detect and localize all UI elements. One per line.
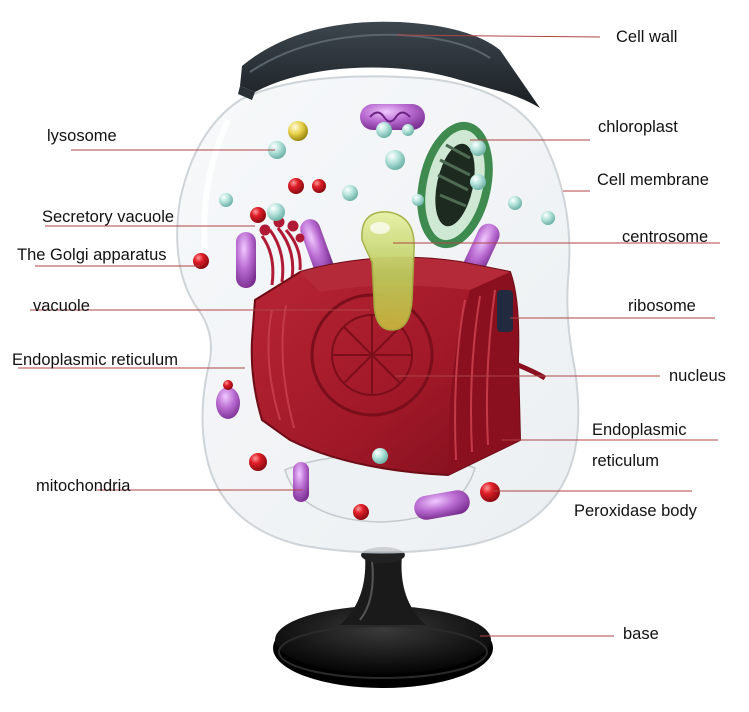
label-endoplasmic-reticulum-right-2: reticulum — [592, 452, 659, 470]
label-golgi-apparatus: The Golgi apparatus — [17, 246, 167, 264]
label-peroxidase-body: Peroxidase body — [574, 502, 697, 520]
label-ribosome: ribosome — [628, 297, 696, 315]
label-base: base — [623, 625, 659, 643]
lysosome-vesicles — [219, 122, 555, 464]
label-lysosome: lysosome — [47, 127, 117, 145]
label-cell-wall: Cell wall — [616, 28, 678, 46]
yellow-vesicle — [288, 121, 308, 141]
base-stand — [273, 547, 493, 688]
centrosome-organelle — [361, 211, 415, 331]
label-vacuole: vacuole — [33, 297, 90, 315]
label-nucleus: nucleus — [669, 367, 726, 385]
label-centrosome: centrosome — [622, 228, 709, 246]
cell-wall-cap — [238, 21, 540, 108]
leader-lines — [18, 34, 720, 637]
peroxidase-beads — [193, 178, 500, 520]
golgi-apparatus — [259, 216, 305, 286]
mitochondria-group — [216, 104, 500, 520]
chloroplast-organelle — [417, 121, 493, 249]
nucleus-block — [250, 256, 547, 477]
label-endoplasmic-reticulum-left: Endoplasmic reticulum — [12, 351, 178, 369]
label-cell-membrane: Cell membrane — [597, 171, 709, 189]
label-endoplasmic-reticulum-right-1: Endoplasmic — [592, 421, 687, 439]
label-mitochondria: mitochondria — [36, 477, 131, 495]
label-chloroplast: chloroplast — [598, 118, 678, 136]
label-secretory-vacuole: Secretory vacuole — [42, 208, 175, 226]
